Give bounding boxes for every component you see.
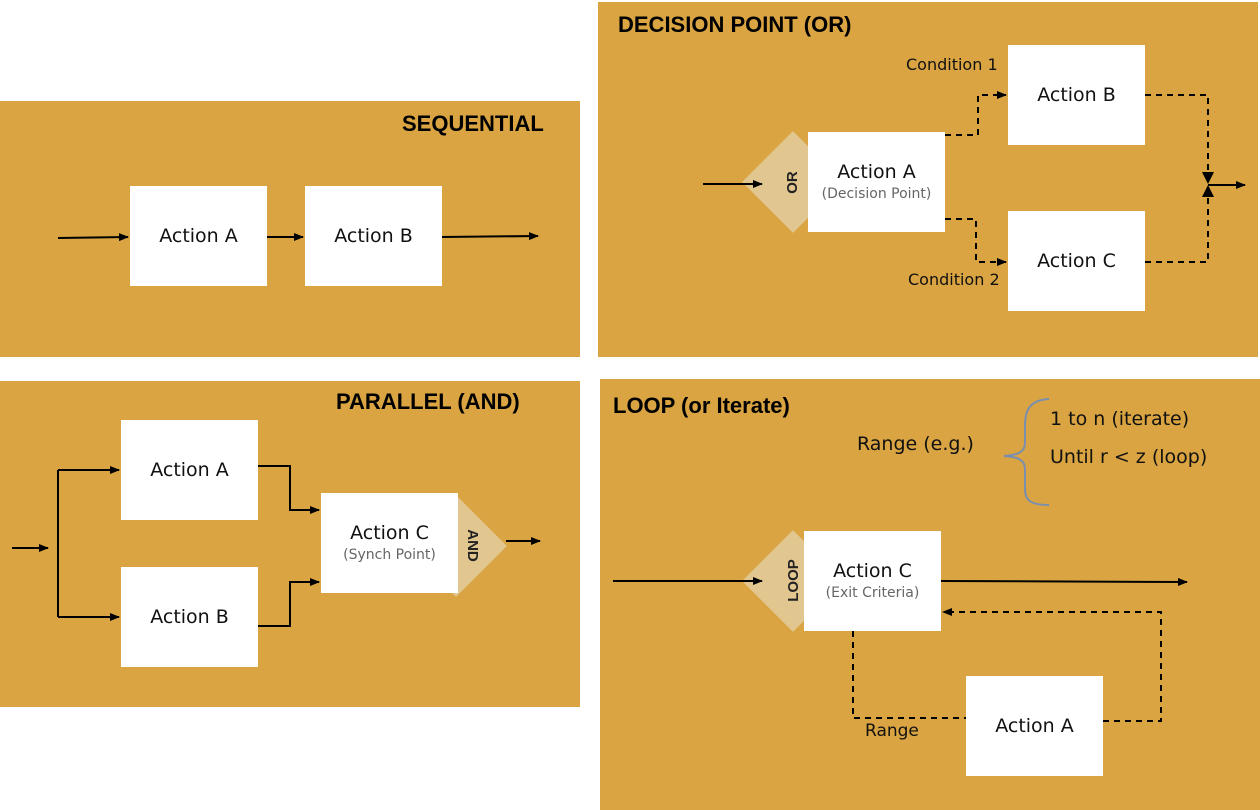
dec-b-merge-path [1145,94,1209,185]
dec-cond2-path [945,218,1007,266]
dec-c-merge-path [1145,196,1209,263]
seq-action-a-label: Action A [159,224,238,247]
parallel-title: PARALLEL (AND) [336,389,520,414]
condition-2-label: Condition 2 [908,270,1000,289]
merge-bowtie-top [1202,172,1214,184]
range-brace-icon [1003,398,1050,506]
dec-action-a-label: Action A [837,161,916,184]
range-option-1: 1 to n (iterate) [1050,408,1190,430]
dec-cond1-path [945,91,1007,136]
par-a-to-c [258,465,320,514]
loop-action-c-sublabel: (Exit Criteria) [825,585,920,601]
sequential-title: SEQUENTIAL [402,111,544,136]
seq-action-b-box: Action B [305,186,442,286]
par-b-to-c [258,578,320,627]
decision-title: DECISION POINT (OR) [618,12,852,37]
par-action-b-label: Action B [150,605,229,628]
par-action-c-box: Action C (Synch Point) [321,493,458,593]
seq-action-a-box: Action A [130,186,267,286]
seq-arrow-in [57,233,129,242]
par-action-a-label: Action A [150,458,229,481]
loop-action-c-box: Action C (Exit Criteria) [804,531,941,631]
loop-arrow-out [940,577,1188,586]
dec-action-b-label: Action B [1037,83,1116,106]
loop-down-path [852,631,966,719]
merge-bowtie-bottom [1202,185,1214,197]
range-label: Range [865,721,919,741]
dec-action-c-label: Action C [1037,249,1116,272]
dec-action-c-box: Action C [1008,211,1145,311]
par-action-c-sublabel: (Synch Point) [343,547,436,563]
dec-action-b-box: Action B [1008,45,1145,145]
loop-title: LOOP (or Iterate) [613,393,790,418]
par-action-b-box: Action B [121,567,258,667]
loop-action-a-label: Action A [995,714,1074,737]
dec-action-a-sublabel: (Decision Point) [821,186,932,202]
loop-action-a-box: Action A [966,676,1103,776]
par-action-c-label: Action C [350,522,429,545]
sequential-panel [0,101,580,357]
seq-arrow-out [441,232,539,241]
par-action-a-box: Action A [121,420,258,520]
condition-1-label: Condition 1 [906,55,998,74]
dec-action-a-box: Action A (Decision Point) [808,132,945,232]
range-option-2: Until r < z (loop) [1050,446,1208,468]
range-example-label: Range (e.g.) [857,433,974,455]
loop-back-path [942,608,1162,722]
seq-action-b-label: Action B [334,224,413,247]
loop-action-c-label: Action C [833,560,912,583]
